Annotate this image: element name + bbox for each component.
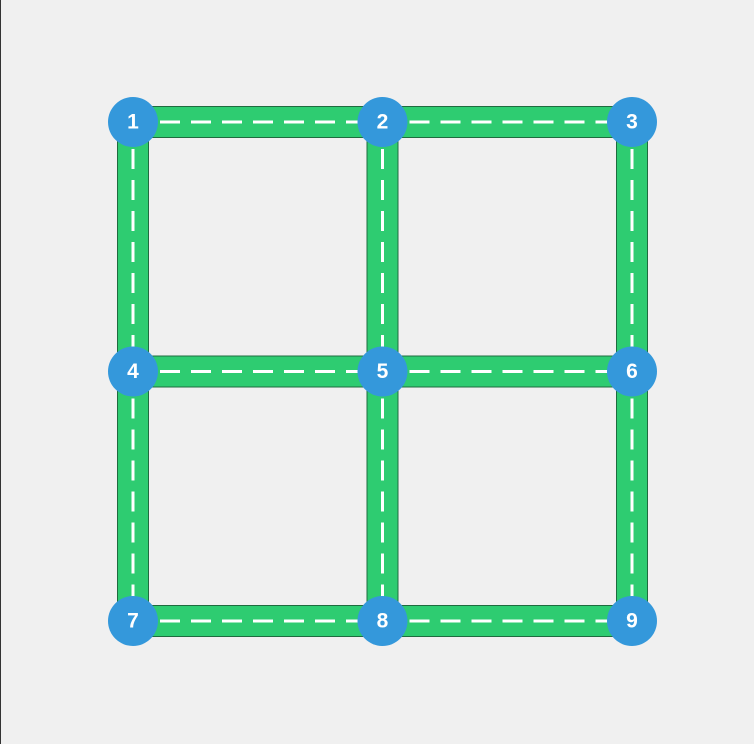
intersection-node-4: 4 bbox=[108, 346, 158, 397]
node-label: 4 bbox=[127, 360, 139, 383]
intersections-layer: 1 2 3 4 5 6 7 8 9 bbox=[108, 97, 657, 646]
node-label: 1 bbox=[127, 111, 139, 134]
node-label: 5 bbox=[377, 360, 389, 383]
intersection-node-9: 9 bbox=[607, 596, 657, 646]
roads-layer bbox=[117, 106, 648, 637]
intersection-node-2: 2 bbox=[357, 97, 408, 147]
node-label: 2 bbox=[377, 111, 389, 134]
node-circle bbox=[108, 97, 158, 147]
node-circle bbox=[357, 596, 408, 646]
intersection-node-5: 5 bbox=[357, 346, 408, 397]
node-circle bbox=[607, 97, 657, 147]
node-label: 7 bbox=[127, 610, 139, 633]
node-circle bbox=[108, 596, 158, 646]
intersection-node-3: 3 bbox=[607, 97, 657, 147]
intersection-node-8: 8 bbox=[357, 596, 408, 646]
node-label: 3 bbox=[626, 111, 638, 134]
node-circle bbox=[357, 97, 408, 147]
node-circle bbox=[607, 596, 657, 646]
intersection-node-1: 1 bbox=[108, 97, 158, 147]
node-label: 9 bbox=[626, 610, 638, 633]
node-label: 8 bbox=[377, 610, 389, 633]
node-circle bbox=[357, 346, 408, 397]
node-circle bbox=[108, 346, 158, 397]
node-circle bbox=[607, 346, 657, 397]
intersection-node-7: 7 bbox=[108, 596, 158, 646]
node-label: 6 bbox=[626, 360, 638, 383]
intersection-node-6: 6 bbox=[607, 346, 657, 397]
